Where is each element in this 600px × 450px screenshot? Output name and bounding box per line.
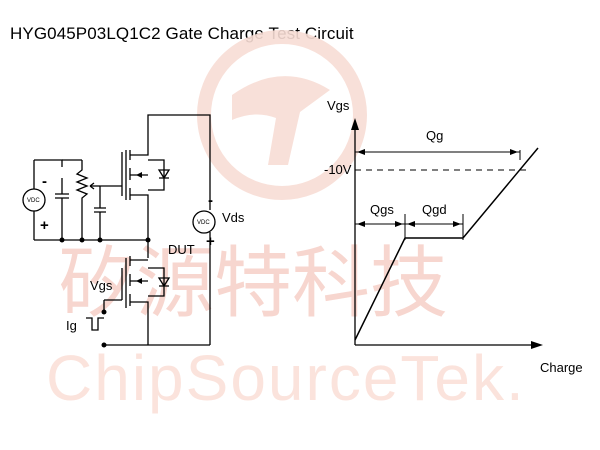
level-label: -10V [324, 162, 352, 177]
plus-right: + [206, 233, 215, 250]
watermark-cn: 矽源特科技 [58, 239, 448, 329]
graph-arrowheads [351, 118, 543, 349]
dut-label: DUT [168, 242, 195, 257]
mosfet-arrow-lower [136, 278, 142, 284]
graph-x-label: Charge [540, 360, 583, 375]
plus-left: + [40, 217, 49, 234]
qg-label: Qg [426, 128, 443, 143]
watermark-en: ChipSourceTek. [46, 342, 526, 414]
minus-right: - [208, 192, 213, 209]
graph-y-label: Vgs [327, 98, 350, 113]
vdc-source-right: VDC [192, 210, 216, 234]
mosfet-arrow-upper [136, 172, 142, 178]
svg-text:VDC: VDC [27, 198, 40, 204]
vds-label: Vds [222, 210, 245, 225]
minus-left: - [42, 173, 47, 190]
svg-text:VDC: VDC [197, 220, 210, 226]
vgs-circuit-label: Vgs [90, 278, 113, 293]
ig-label: Ig [66, 318, 77, 333]
qgs-label: Qgs [370, 202, 394, 217]
qgd-label: Qgd [422, 202, 447, 217]
junction-dots [59, 237, 151, 348]
vdc-source-left: VDC [22, 188, 46, 212]
